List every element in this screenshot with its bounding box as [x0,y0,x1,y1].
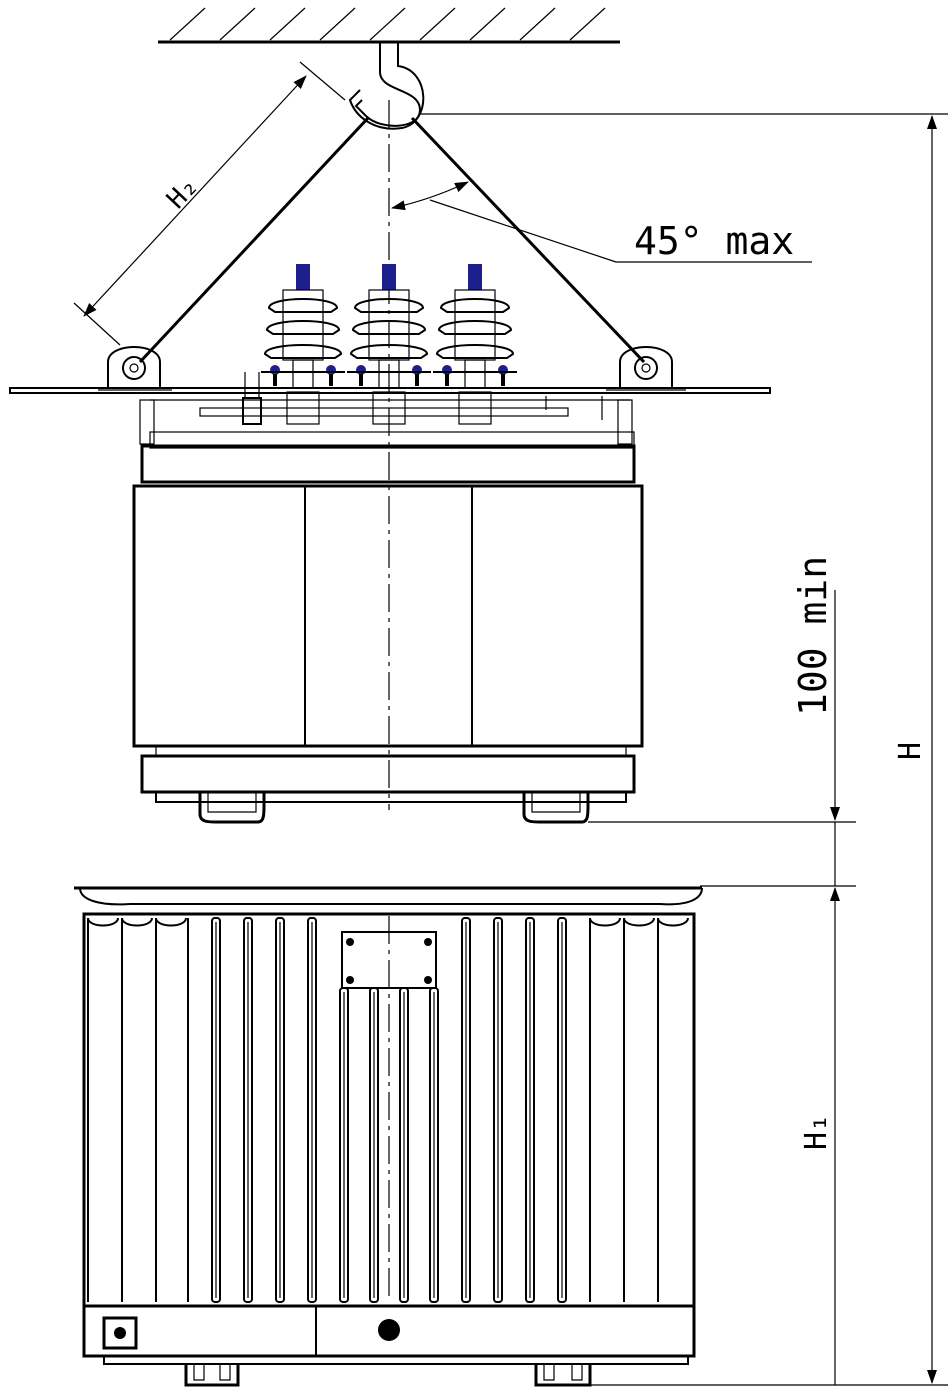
hv-bushings [261,264,517,425]
cooling-rib [211,917,221,1303]
cooling-rib [243,917,253,1303]
cooling-rib [493,917,503,1303]
h1-label: H₁ [799,1114,834,1150]
drain-valve [378,1319,400,1341]
cooling-rib [275,917,285,1303]
left-radiator-fin [87,917,119,1302]
h2-label: H₂ [161,171,204,214]
ceiling [158,7,620,44]
h-dimension: H [420,113,948,1386]
cooling-rib [525,917,535,1303]
angle-label: 45° max [634,219,794,263]
cooling-rib [307,917,317,1303]
tank-body [132,431,644,824]
right-radiator-fin [623,917,655,1302]
cover-fittings [139,372,633,445]
h-label: H [893,742,928,760]
right-radiator-fin [589,917,621,1302]
lifting-lug-left [98,346,172,391]
right-radiator-fin [657,917,689,1302]
cooling-rib [369,987,379,1303]
bushing-2 [347,264,431,425]
clearance-label: 100 min [791,556,835,716]
lifting-slings [138,116,646,364]
bushing-1 [261,264,345,425]
cooling-rib [339,987,349,1303]
angle-annotation: 45° max [391,181,812,263]
cooling-rib [461,917,471,1303]
bushing-3 [433,264,517,425]
ground-transformer [74,886,703,1387]
lifting-lug-right [606,346,686,391]
cooling-rib [429,987,439,1303]
left-radiator-fin [121,917,153,1302]
cooling-rib [557,917,567,1303]
clearance-dimension: 100 min [588,556,856,1385]
cooling-rib [399,987,409,1303]
h2-dimension: H₂ [73,61,346,346]
left-radiator-fin [155,917,187,1302]
crane-hook [348,41,425,130]
